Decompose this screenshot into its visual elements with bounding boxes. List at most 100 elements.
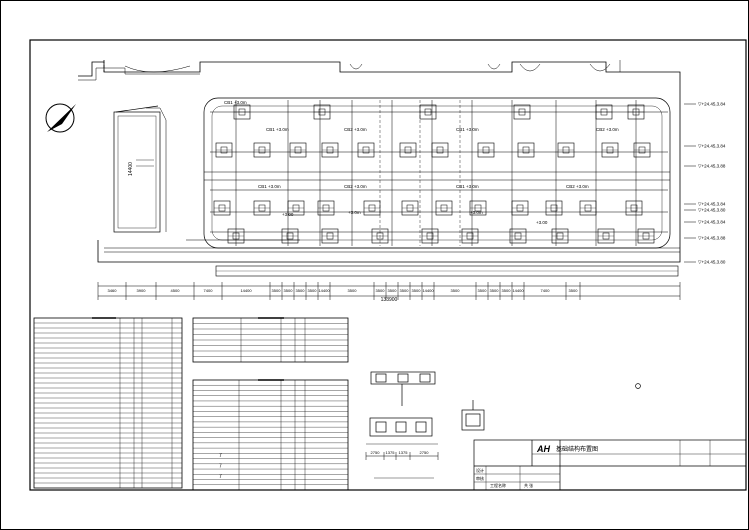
- dimension-label: 3500: [502, 288, 512, 293]
- title-block-logo: AH: [536, 444, 550, 454]
- bottom-strip: [215, 265, 679, 277]
- foundation-group: [579, 200, 597, 216]
- dimension-label: 3500: [388, 288, 398, 293]
- dimension-label: 3500: [490, 288, 500, 293]
- foundation-group: [509, 228, 527, 244]
- foundation-group: [253, 200, 271, 216]
- elevation-label: ▽+24.45,3.84: [698, 220, 726, 225]
- dimension-label: 3500: [451, 288, 461, 293]
- foundation-group: [511, 200, 529, 216]
- detail-dimension-label: 2750: [371, 450, 381, 455]
- foundation-group: [215, 142, 233, 158]
- title-block-cell: 共 张: [524, 482, 533, 488]
- existing-building: 14400: [113, 105, 167, 233]
- plan-labels: CB1 +3.0m CB1 +3.0m CB2 +3.0m CB1 +3.0m …: [224, 100, 619, 225]
- dimension-label: 3460: [108, 288, 118, 293]
- title-block-row: 审核: [476, 475, 484, 481]
- dimension-label: 3900: [137, 288, 147, 293]
- dimension-label: 3500: [400, 288, 410, 293]
- foundation-group: [399, 142, 417, 158]
- foundation-group: [287, 200, 305, 216]
- foundation-group: [321, 228, 339, 244]
- material-table-mid-top: [192, 317, 349, 363]
- dimension-label: 3500: [376, 288, 386, 293]
- plan-label: CB1 +3.0m: [224, 100, 247, 105]
- elevation-label: ▽+24.45,3.84: [698, 102, 726, 107]
- plan-label: CB2 +3.0m: [344, 127, 367, 132]
- foundation-group: [253, 142, 271, 158]
- foundation-group: [313, 104, 331, 120]
- dimension-label: 7400: [541, 288, 551, 293]
- table-mark: 7: [219, 464, 222, 470]
- foundation-group: [625, 200, 643, 216]
- foundation-group: [363, 200, 381, 216]
- dimension-label: 14400: [512, 288, 524, 293]
- site-road: [104, 97, 680, 253]
- total-dimension: 133900: [98, 295, 680, 303]
- foundation-group: [557, 142, 575, 158]
- svg-text:14400: 14400: [128, 162, 134, 176]
- plan-label: +3.0m: [348, 210, 361, 215]
- foundation-group: [545, 200, 563, 216]
- foundation-group: [213, 200, 231, 216]
- foundation-group: [597, 228, 615, 244]
- foundation-group: [357, 142, 375, 158]
- site-boundary: [78, 60, 681, 263]
- foundation-group: [401, 200, 419, 216]
- foundation-group: [419, 104, 437, 120]
- foundation-group: [461, 228, 479, 244]
- dimension-label: 3500: [284, 288, 294, 293]
- dimension-label: 14400: [422, 288, 434, 293]
- elevation-label: ▽+24.45,3.88: [698, 164, 726, 169]
- plan-label: +3.00: [536, 220, 548, 225]
- plan-label: CB1 +3.0m: [258, 184, 281, 189]
- dimension-label: 3500: [569, 288, 579, 293]
- detail-dimension-label: 1375: [399, 450, 409, 455]
- dimension-label: 3500: [478, 288, 488, 293]
- dimension-label: 3500: [348, 288, 358, 293]
- plan-label: CB1 +3.0m: [266, 127, 289, 132]
- foundation-groups: [213, 104, 655, 244]
- foundation-group: [371, 228, 389, 244]
- pipe-network: [186, 100, 668, 246]
- dimension-label: 3500: [296, 288, 306, 293]
- foundation-group: [637, 228, 655, 244]
- elevation-label: ▽+24.45,3.88: [698, 236, 726, 241]
- detail-dimension-label: 1375: [386, 450, 396, 455]
- foundation-group: [469, 200, 487, 216]
- title-block-title: 基础结构布置图: [556, 445, 598, 453]
- elevation-label: ▽+24.45,3.80: [698, 208, 726, 213]
- material-table-left: [33, 317, 183, 489]
- total-dimension-label: 133900: [381, 297, 398, 303]
- foundation-group: [281, 228, 299, 244]
- elevation-label: ▽+24.45,3.80: [698, 260, 726, 265]
- foundation-group: [551, 228, 569, 244]
- drawing-frame: [29, 39, 747, 491]
- dimension-label: 3500: [308, 288, 318, 293]
- foundation-group: [289, 142, 307, 158]
- detail-dimension-label: 2750: [420, 450, 430, 455]
- dimension-label: 4500: [171, 288, 181, 293]
- foundation-group: [627, 104, 645, 120]
- plan-label: CB2 +3.0m: [566, 184, 589, 189]
- title-block-row: 设计: [476, 467, 484, 473]
- foundation-group: [595, 104, 613, 120]
- foundation-group: [421, 228, 439, 244]
- elevation-markers: ▽+24.45,3.84 ▽+24.45,3.84 ▽+24.45,3.88 ▽+24…: [684, 102, 726, 265]
- title-block-cell: 工程名称: [490, 482, 506, 488]
- foundation-group: [431, 142, 449, 158]
- foundation-group: [435, 200, 453, 216]
- foundation-detail: [366, 371, 641, 479]
- plan-label: CB2 +3.0m: [344, 184, 367, 189]
- elevation-label: ▽+24.45,3.84: [698, 144, 726, 149]
- plan-label: CB1 +3.0m: [456, 184, 479, 189]
- foundation-group: [233, 104, 251, 120]
- table-mark: 7: [219, 474, 222, 480]
- foundation-group: [321, 142, 339, 158]
- foundation-group: [633, 142, 651, 158]
- table-mark: 7: [219, 453, 222, 459]
- foundation-group: [477, 142, 495, 158]
